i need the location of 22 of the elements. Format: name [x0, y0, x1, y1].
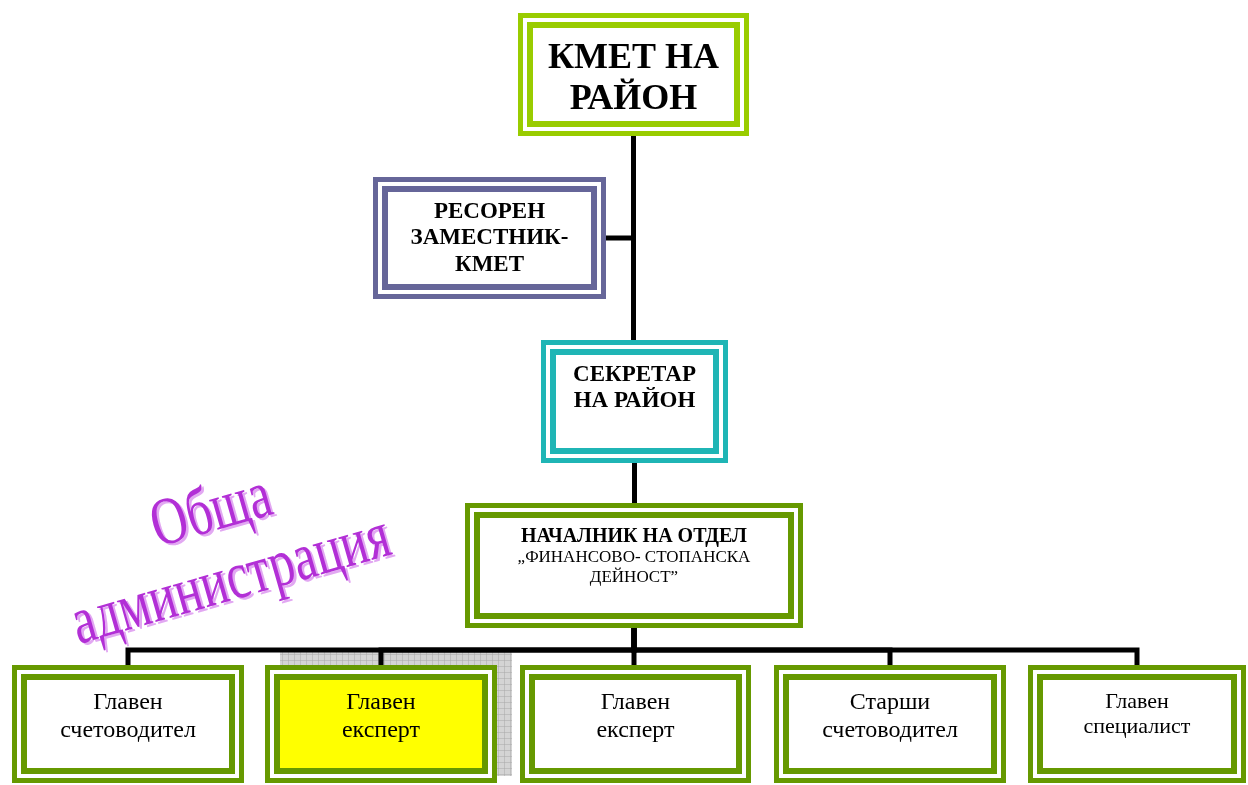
node-title: НАЧАЛНИК НА ОТДЕЛ	[521, 524, 747, 547]
node-title: Главен счетоводител	[59, 688, 197, 744]
position-box	[1028, 665, 1246, 783]
node-title: РЕСОРЕН ЗАМЕСТНИК-КМЕТ	[409, 198, 570, 278]
deputy-box	[373, 177, 606, 299]
node-title: СЕКРЕТАР НА РАЙОН	[572, 361, 697, 414]
node-title: КМЕТ НА РАЙОН	[546, 36, 721, 119]
position-box	[520, 665, 751, 783]
position-box	[265, 665, 497, 783]
node-title: Главен експерт	[340, 688, 421, 744]
node-subtitle: „ФИНАНСОВО- СТОПАНСКА ДЕЙНОСТ”	[516, 547, 752, 587]
node-title: Главен експерт	[595, 688, 676, 744]
node-title: Главен специалист	[1082, 688, 1192, 739]
connector-line	[631, 628, 1140, 665]
title-box	[518, 13, 749, 136]
department-box	[465, 503, 803, 628]
connector-line	[631, 136, 636, 340]
secretary-box	[541, 340, 728, 463]
connector-line	[632, 463, 637, 503]
node-title: Старши счетоводител	[821, 688, 959, 744]
position-box	[774, 665, 1006, 783]
position-box	[12, 665, 244, 783]
